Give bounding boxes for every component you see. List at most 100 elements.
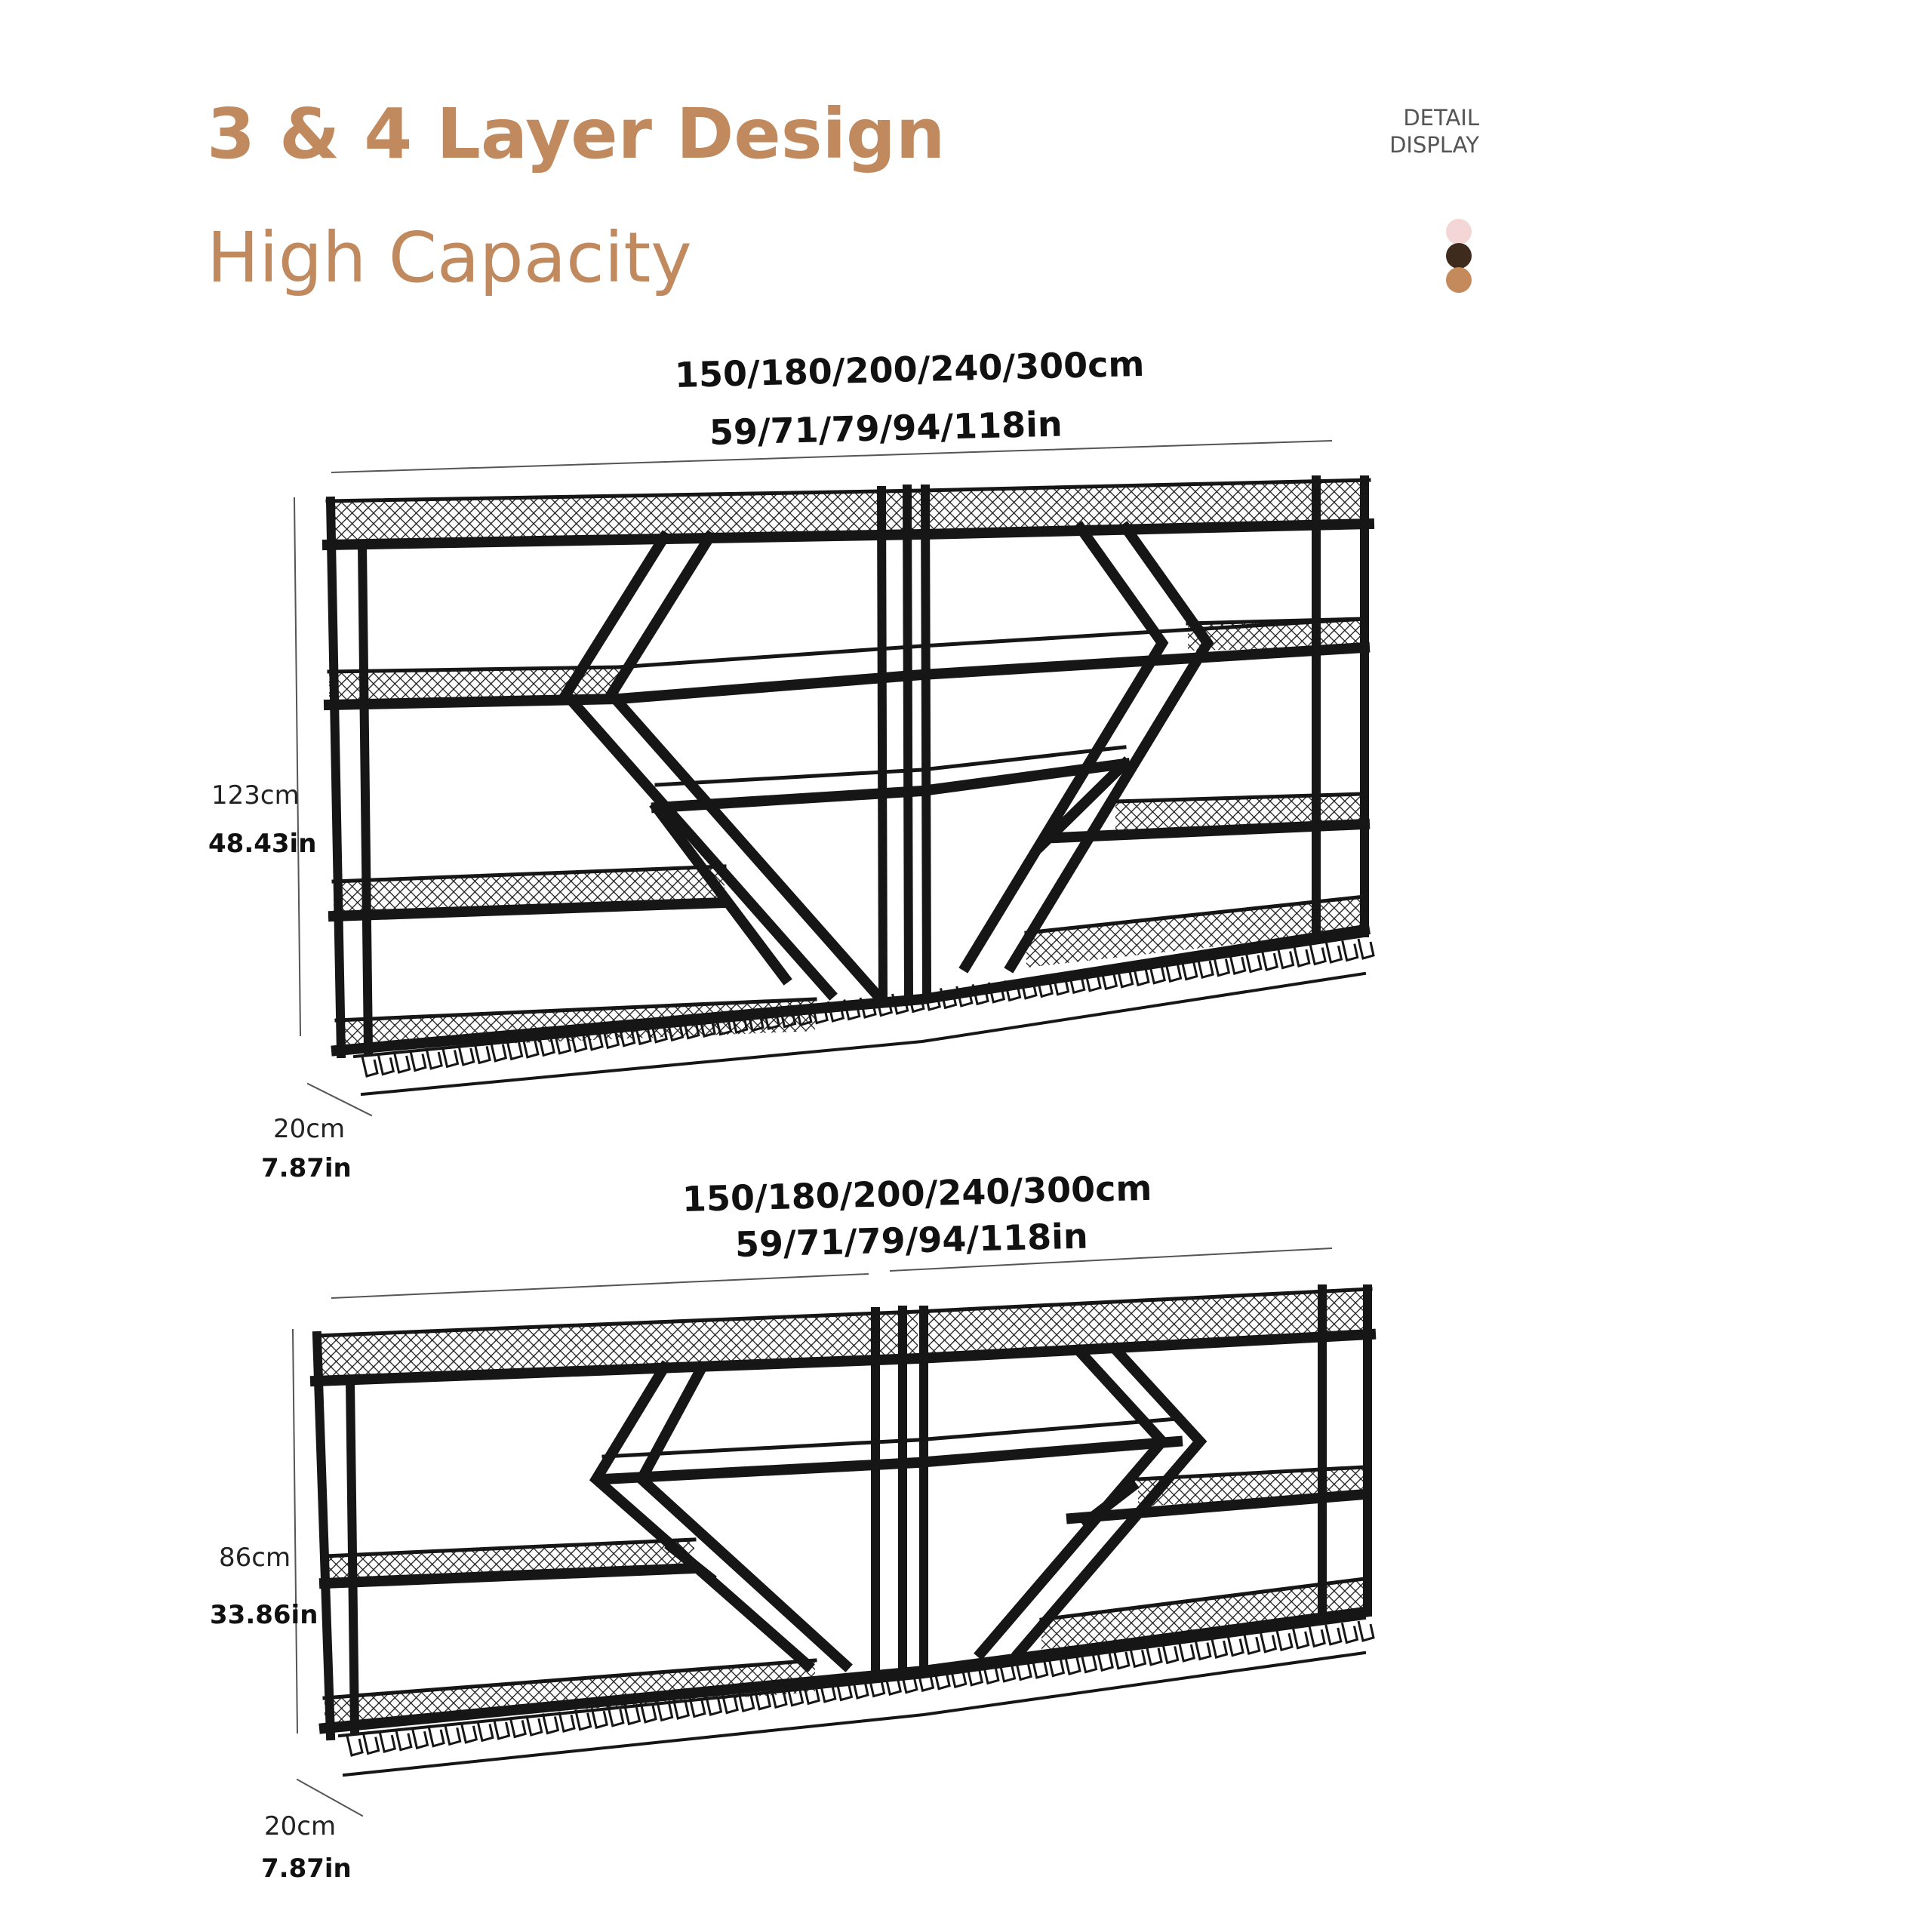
glass-hanger: [607, 1706, 625, 1727]
glass-hanger: [1014, 1660, 1032, 1681]
glass-hanger: [868, 1676, 886, 1698]
glass-hanger: [1357, 938, 1375, 960]
height-in-3-layer: 33.86in: [210, 1600, 318, 1630]
glass-hanger: [1161, 1643, 1180, 1665]
glass-hanger: [427, 1726, 445, 1748]
glass-hanger: [965, 1665, 984, 1687]
glass-hanger: [601, 1027, 620, 1050]
glass-hanger: [779, 1007, 797, 1029]
depth-in-3-layer: 7.87in: [261, 1854, 352, 1884]
glass-hanger: [574, 1709, 592, 1731]
glass-hanger: [411, 1727, 429, 1750]
glass-hanger: [623, 1703, 641, 1726]
width-dimension-line: [331, 439, 1333, 474]
shelf-boards: [321, 518, 1375, 1057]
glass-hanger: [1080, 1652, 1098, 1674]
glass-hanger: [537, 1035, 555, 1057]
glass-hanger: [554, 1033, 572, 1055]
depth-dimension-line: [296, 1778, 364, 1817]
vertical-posts: [325, 475, 1369, 1059]
glass-hangers-4-layer: [361, 938, 1375, 1078]
glass-hanger: [1277, 948, 1295, 970]
glass-hanger: [802, 1684, 820, 1706]
swatch-dark-brown[interactable]: [1446, 243, 1472, 269]
glass-hanger: [1096, 1650, 1114, 1672]
glass-hanger: [1324, 1624, 1343, 1646]
glass-hanger: [1212, 955, 1231, 977]
glass-hanger: [393, 1052, 411, 1074]
glass-hanger: [875, 995, 894, 1017]
glass-hanger: [493, 1718, 511, 1740]
board-top-lines: [313, 1287, 1373, 1700]
width-in-3-layer: 59/71/79/94/118in: [734, 1215, 1089, 1265]
glass-hanger: [558, 1711, 576, 1734]
glass-hanger: [933, 1669, 951, 1690]
glass-hanger: [457, 1044, 475, 1066]
detail-line-2: DISPLAY: [1389, 132, 1479, 158]
vertical-posts: [312, 1284, 1372, 1741]
glass-hanger: [819, 1681, 837, 1703]
glass-hanger: [721, 1693, 739, 1715]
glass-hanger: [971, 984, 989, 1006]
glass-hanger: [987, 982, 1006, 1004]
glass-hanger: [1340, 1623, 1359, 1644]
glass-hanger: [1148, 963, 1167, 985]
swatch-pink[interactable]: [1446, 219, 1472, 245]
glass-hanger: [1259, 1632, 1278, 1654]
glass-hanger: [1196, 957, 1214, 980]
glass-hanger: [1275, 1629, 1294, 1652]
glass-hanger: [900, 1672, 918, 1694]
glass-hanger: [907, 992, 925, 1014]
diagonal-braces-right: [958, 521, 1214, 974]
shelf-boards: [309, 1328, 1377, 1734]
board-top-lines: [325, 478, 1371, 1023]
depth-cm-4-layer: 20cm: [273, 1114, 346, 1144]
glass-hanger: [851, 1678, 869, 1700]
glass-hanger: [1309, 944, 1327, 966]
glass-hanger: [1324, 942, 1343, 964]
glass-hanger: [666, 1020, 685, 1042]
glass-hanger: [1243, 1633, 1261, 1656]
diagonal-braces-left: [589, 1360, 853, 1672]
glass-hanger: [1004, 980, 1022, 1002]
glass-hanger: [1052, 974, 1070, 996]
glass-hanger: [1068, 972, 1086, 995]
glass-hanger: [1100, 968, 1118, 991]
depth-in-4-layer: 7.87in: [261, 1153, 352, 1183]
glass-hanger: [811, 1003, 829, 1025]
glass-hanger: [521, 1037, 540, 1059]
glass-hanger: [586, 1029, 604, 1051]
glass-hanger: [473, 1043, 491, 1065]
glass-hanger: [1145, 1644, 1163, 1666]
glass-hanger: [1063, 1654, 1081, 1676]
swatch-tan[interactable]: [1446, 267, 1472, 293]
glass-hanger: [409, 1051, 427, 1072]
glass-hanger: [705, 1694, 723, 1716]
glass-hanger: [1128, 1646, 1147, 1669]
diagonal-braces-left: [559, 530, 883, 1001]
glass-hanger: [1341, 940, 1359, 962]
detail-line-1: DETAIL: [1403, 105, 1479, 131]
glass-hanger: [1035, 976, 1054, 998]
detail-display-label: DETAIL DISPLAY: [1374, 104, 1479, 158]
glass-hangers-3-layer: [346, 1620, 1375, 1757]
glass-hanger: [1357, 1620, 1375, 1642]
glass-hanger: [1308, 1626, 1326, 1648]
glass-hanger: [656, 1700, 674, 1722]
glass-hanger: [916, 1670, 935, 1693]
glass-hanger: [737, 1690, 755, 1713]
width-in-4-layer: 59/71/79/94/118in: [709, 403, 1063, 453]
glass-hanger: [506, 1039, 524, 1061]
glass-hanger: [1293, 946, 1311, 968]
height-dimension-line: [291, 1328, 299, 1734]
glass-hanger: [835, 1680, 854, 1702]
glass-hanger: [639, 1702, 657, 1724]
glass-hanger: [1229, 953, 1247, 976]
glass-hanger: [525, 1715, 543, 1737]
glass-hanger: [1164, 961, 1183, 983]
glass-hanger: [425, 1048, 443, 1070]
glass-hanger: [378, 1731, 396, 1753]
glass-hanger: [361, 1056, 379, 1078]
glass-hanger: [1084, 971, 1102, 992]
